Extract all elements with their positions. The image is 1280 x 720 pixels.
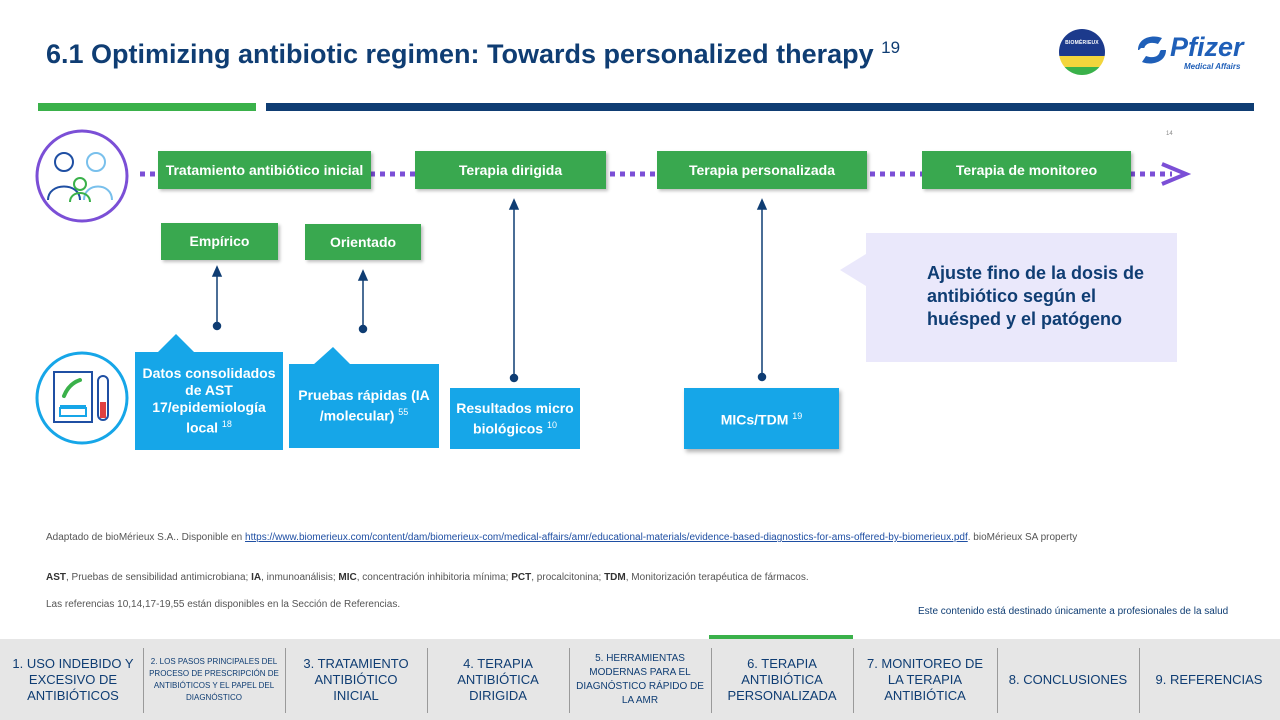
flow-arrow-head [1161,162,1192,186]
nav-item-8[interactable]: 8. CONCLUSIONES [1008,671,1128,687]
stage-terapia-personalizada: Terapia personalizada [657,151,867,189]
source-link[interactable]: https://www.biomerieux.com/content/dam/b… [245,532,968,543]
nav-item-3[interactable]: 3. TRATAMIENTO ANTIBIÓTICO INICIAL [303,655,409,703]
callout-pointer-rapidas [313,347,351,365]
header-accent-green [38,103,256,111]
callout-pointer-ast [158,334,194,352]
callout-pointer-ajuste [840,254,866,286]
nav-item-9[interactable]: 9. REFERENCIAS [1155,671,1263,687]
references-note: Las referencias 10,14,17-19,55 están dis… [46,599,401,610]
header-accent-navy [266,103,1254,111]
nav-item-5[interactable]: 5. HERRAMIENTAS MODERNAS PARA EL DIAGNÓS… [576,652,704,706]
option-empirico: Empírico [161,223,278,260]
option-orientado: Orientado [305,224,421,260]
input-pruebas-rapidas: Pruebas rápidas (IA /molecular) 55 [289,364,439,448]
nav-item-1[interactable]: 1. USO INDEBIDO Y EXCESIVO DE ANTIBIÓTIC… [12,655,134,703]
stage-terapia-dirigida: Terapia dirigida [415,151,606,189]
input-resultados-microbiologicos: Resultados microbiológicos 10 [450,388,580,449]
lab-report-icon [35,351,129,445]
abbreviations-note: AST, Pruebas de sensibilidad antimicrobi… [46,572,809,583]
title-reference: 19 [881,38,901,57]
stage-tratamiento-inicial: Tratamiento antibiótico inicial [158,151,371,189]
nav-item-2[interactable]: 2. LOS PASOS PRINCIPALES DEL PROCESO DE … [149,656,279,702]
biomerieux-logo: BIOMÉRIEUX [1059,29,1105,75]
stage-terapia-monitoreo: Terapia de monitoreo [922,151,1131,189]
source-note: Adaptado de bioMérieux S.A.. Disponible … [46,532,1078,543]
patient-people-icon [35,129,129,223]
input-mics-tdm: MICs/TDM 19 [684,388,839,449]
pfizer-logo: Pfizer Medical Affairs [1132,28,1244,76]
nav-item-7[interactable]: 7. MONITOREO DE LA TERAPIA ANTIBIÓTICA [866,655,984,703]
disclaimer: Este contenido está destinado únicamente… [918,606,1229,617]
nav-item-4[interactable]: 4. TERAPIA ANTIBIÓTICA DIRIGIDA [457,655,539,703]
input-datos-ast: Datos consolidados de AST 17/epidemiolog… [135,352,283,450]
section-navbar: 1. USO INDEBIDO Y EXCESIVO DE ANTIBIÓTIC… [0,639,1280,720]
callout-text: Ajuste fino de la dosis de antibiótico s… [927,263,1145,329]
dose-adjustment-callout: Ajuste fino de la dosis de antibiótico s… [866,233,1177,362]
nav-item-6-active[interactable]: 6. TERAPIA ANTIBIÓTICA PERSONALIZADA [727,655,837,703]
slide-number: 14 [1166,131,1173,137]
page-title: 6.1 Optimizing antibiotic regimen: Towar… [46,38,901,69]
